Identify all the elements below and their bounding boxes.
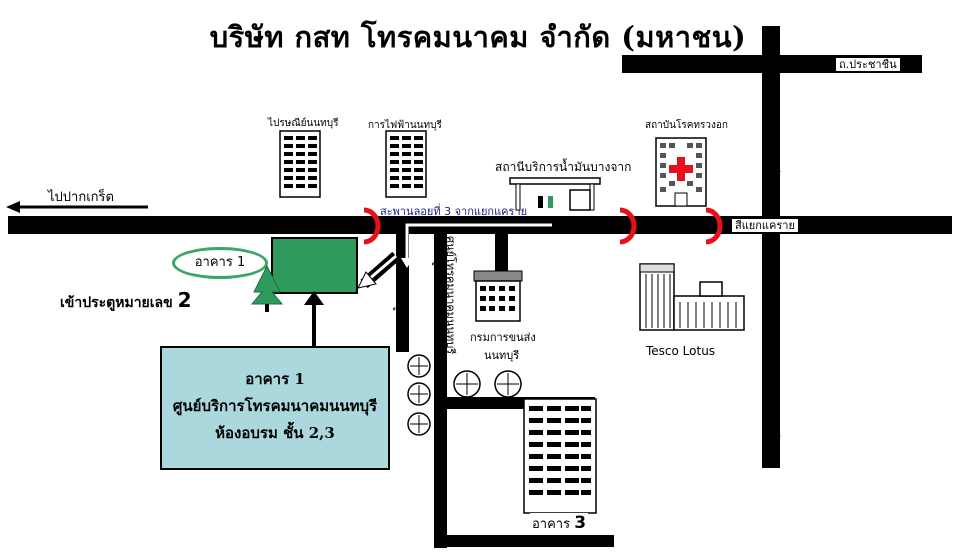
building-1: [271, 237, 358, 294]
center-vertical-label: ศูนย์โทรคมนาคมนนทบุรี: [444, 236, 457, 355]
info-box-line-2: ศูนย์บริการโทรคมนาคมนนทบุรี: [172, 397, 378, 415]
building-3-label: อาคาร 3: [530, 513, 589, 534]
transport-spur-road: [495, 234, 508, 274]
building-1-bubble-text: อาคาร 1: [194, 255, 246, 270]
transport-label-2: นนทบุรี: [484, 349, 520, 362]
flyover-marker-1: [363, 207, 381, 245]
pine-tree-icon: [250, 264, 284, 312]
prachachuen-label: ถ.ประชาชื่น: [836, 58, 900, 71]
gas-station-icon: [509, 177, 601, 211]
electricity-building: [385, 130, 427, 198]
flyover-marker-2: [619, 207, 637, 245]
tree-icons-column: [407, 354, 431, 436]
post-office-label: ไปรษณีย์นนทบุรี: [268, 118, 339, 129]
building-1-bubble: อาคาร 1: [172, 247, 268, 279]
info-box-line-3: ห้องอบรม ชั้น 2,3: [215, 424, 335, 442]
gate-2-number: 2: [177, 288, 192, 312]
post-office-building: [279, 130, 321, 198]
map-title: บริษัท กสท โทรคมนาคม จำกัด (มหาชน): [209, 20, 747, 54]
gate-vertical-label: ประตู: [393, 285, 406, 311]
transport-building: [473, 270, 523, 322]
transport-label-1: กรมการขนส่ง: [470, 331, 536, 344]
route-arrow: [401, 223, 552, 268]
gate-2-text: เข้าประตูหมายเลข: [60, 295, 173, 311]
tesco-building: [639, 263, 745, 331]
building-3: [523, 398, 597, 514]
ngamwongwan-road: [762, 26, 780, 468]
ngamwongwan-label: ถ.งามวงศ์วาน: [768, 125, 781, 193]
gas-station-label: สถานีบริการน้ำมันบางจาก: [495, 160, 632, 174]
flyover-label: สะพานลอยที่ 3 จากแยกแคราย: [380, 205, 528, 218]
entry-arrow: [357, 251, 400, 289]
building-3-text: อาคาร: [532, 517, 571, 532]
electricity-label: การไฟฟ้านนทบุรี: [368, 120, 442, 131]
info-box-line-1: อาคาร 1: [245, 370, 305, 388]
flyover-marker-3: [705, 207, 723, 245]
info-box: อาคาร 1 ศูนย์บริการโทรคมนาคมนนทบุรี ห้อง…: [160, 346, 390, 470]
info-arrow: [304, 291, 324, 347]
tesco-label: Tesco Lotus: [646, 344, 716, 358]
gate-2-label: เข้าประตูหมายเลข 2: [60, 288, 192, 314]
bottom-road: [434, 535, 614, 547]
cat-entrance-road: [434, 234, 447, 548]
building-3-number: 3: [574, 513, 587, 533]
to-pakkret-label: ไปปากเกร็ต: [48, 190, 114, 205]
hospital-label: สถาบันโรคทรวงอก: [645, 120, 728, 131]
rattanathibet-label: ถ.รัตนาธิเบศร์: [768, 370, 781, 438]
to-pakkret-arrow: [6, 201, 148, 213]
tree-icons-row: [453, 370, 522, 398]
hospital-building: [655, 137, 707, 207]
main-road-label: สี่แยกแคราย: [732, 219, 798, 232]
